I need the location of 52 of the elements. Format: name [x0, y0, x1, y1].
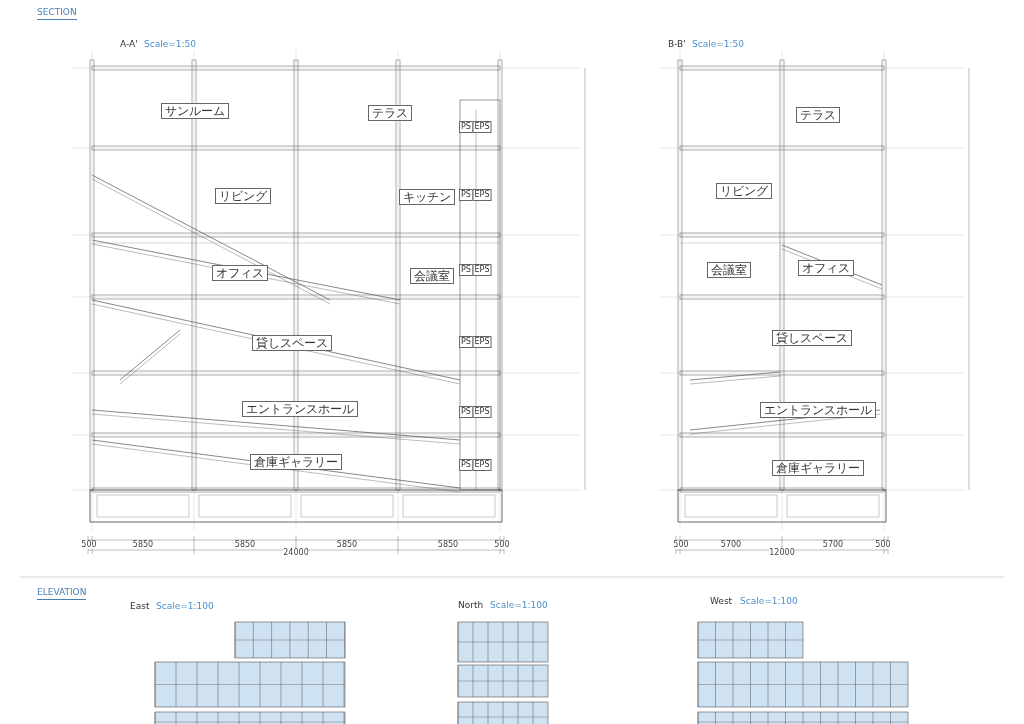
- room-label: エントランスホール: [242, 401, 358, 417]
- room-label: キッチン: [399, 189, 455, 205]
- room-label: テラス: [796, 107, 840, 123]
- shaft-label: PS: [459, 121, 473, 133]
- room-label: 倉庫ギャラリー: [772, 460, 864, 476]
- room-label: 会議室: [707, 262, 751, 278]
- drawing-title: A-A': [120, 40, 138, 49]
- room-label: オフィス: [212, 265, 268, 281]
- room-label: 倉庫ギャラリー: [250, 454, 342, 470]
- dimension-text: 500: [494, 541, 510, 549]
- drawing-title: North: [458, 601, 484, 610]
- shaft-label: EPS: [472, 336, 492, 348]
- shaft-label: EPS: [472, 406, 492, 418]
- scale-text: Scale=1:50: [144, 40, 196, 49]
- shaft-label: EPS: [472, 189, 492, 201]
- dimension-text: 500: [81, 541, 97, 549]
- dimension-text: 12000: [769, 549, 795, 557]
- scale-text: Scale=1:50: [692, 40, 744, 49]
- scale-text: Scale=1:100: [156, 602, 214, 611]
- room-label: サンルーム: [161, 103, 229, 119]
- dimension-text: 5850: [437, 541, 459, 549]
- drawing-title: West: [710, 597, 733, 606]
- dimension-text: 5700: [822, 541, 844, 549]
- dimension-text: 5700: [720, 541, 742, 549]
- scale-text: Scale=1:100: [740, 597, 798, 606]
- room-label: オフィス: [798, 260, 854, 276]
- room-label: エントランスホール: [760, 402, 876, 418]
- shaft-label: EPS: [472, 264, 492, 276]
- drawing-title: B-B': [668, 40, 686, 49]
- room-label: 貸しスペース: [252, 335, 332, 351]
- scale-text: Scale=1:100: [490, 601, 548, 610]
- drawing-title: East: [130, 602, 150, 611]
- shaft-label: PS: [459, 336, 473, 348]
- section-heading: SECTION: [37, 8, 77, 20]
- dimension-text: 5850: [336, 541, 358, 549]
- dimension-text: 5850: [132, 541, 154, 549]
- shaft-label: PS: [459, 189, 473, 201]
- dimension-text: 5850: [234, 541, 256, 549]
- dimension-text: 24000: [283, 549, 309, 557]
- dimension-text: 500: [673, 541, 689, 549]
- shaft-label: PS: [459, 406, 473, 418]
- dimension-text: 500: [875, 541, 891, 549]
- room-label: 貸しスペース: [772, 330, 852, 346]
- shaft-label: PS: [459, 459, 473, 471]
- shaft-label: PS: [459, 264, 473, 276]
- section-heading: ELEVATION: [37, 588, 87, 600]
- room-label: リビング: [215, 188, 271, 204]
- room-label: テラス: [368, 105, 412, 121]
- room-label: リビング: [716, 183, 772, 199]
- shaft-label: EPS: [472, 459, 492, 471]
- shaft-label: EPS: [472, 121, 492, 133]
- room-label: 会議室: [410, 268, 454, 284]
